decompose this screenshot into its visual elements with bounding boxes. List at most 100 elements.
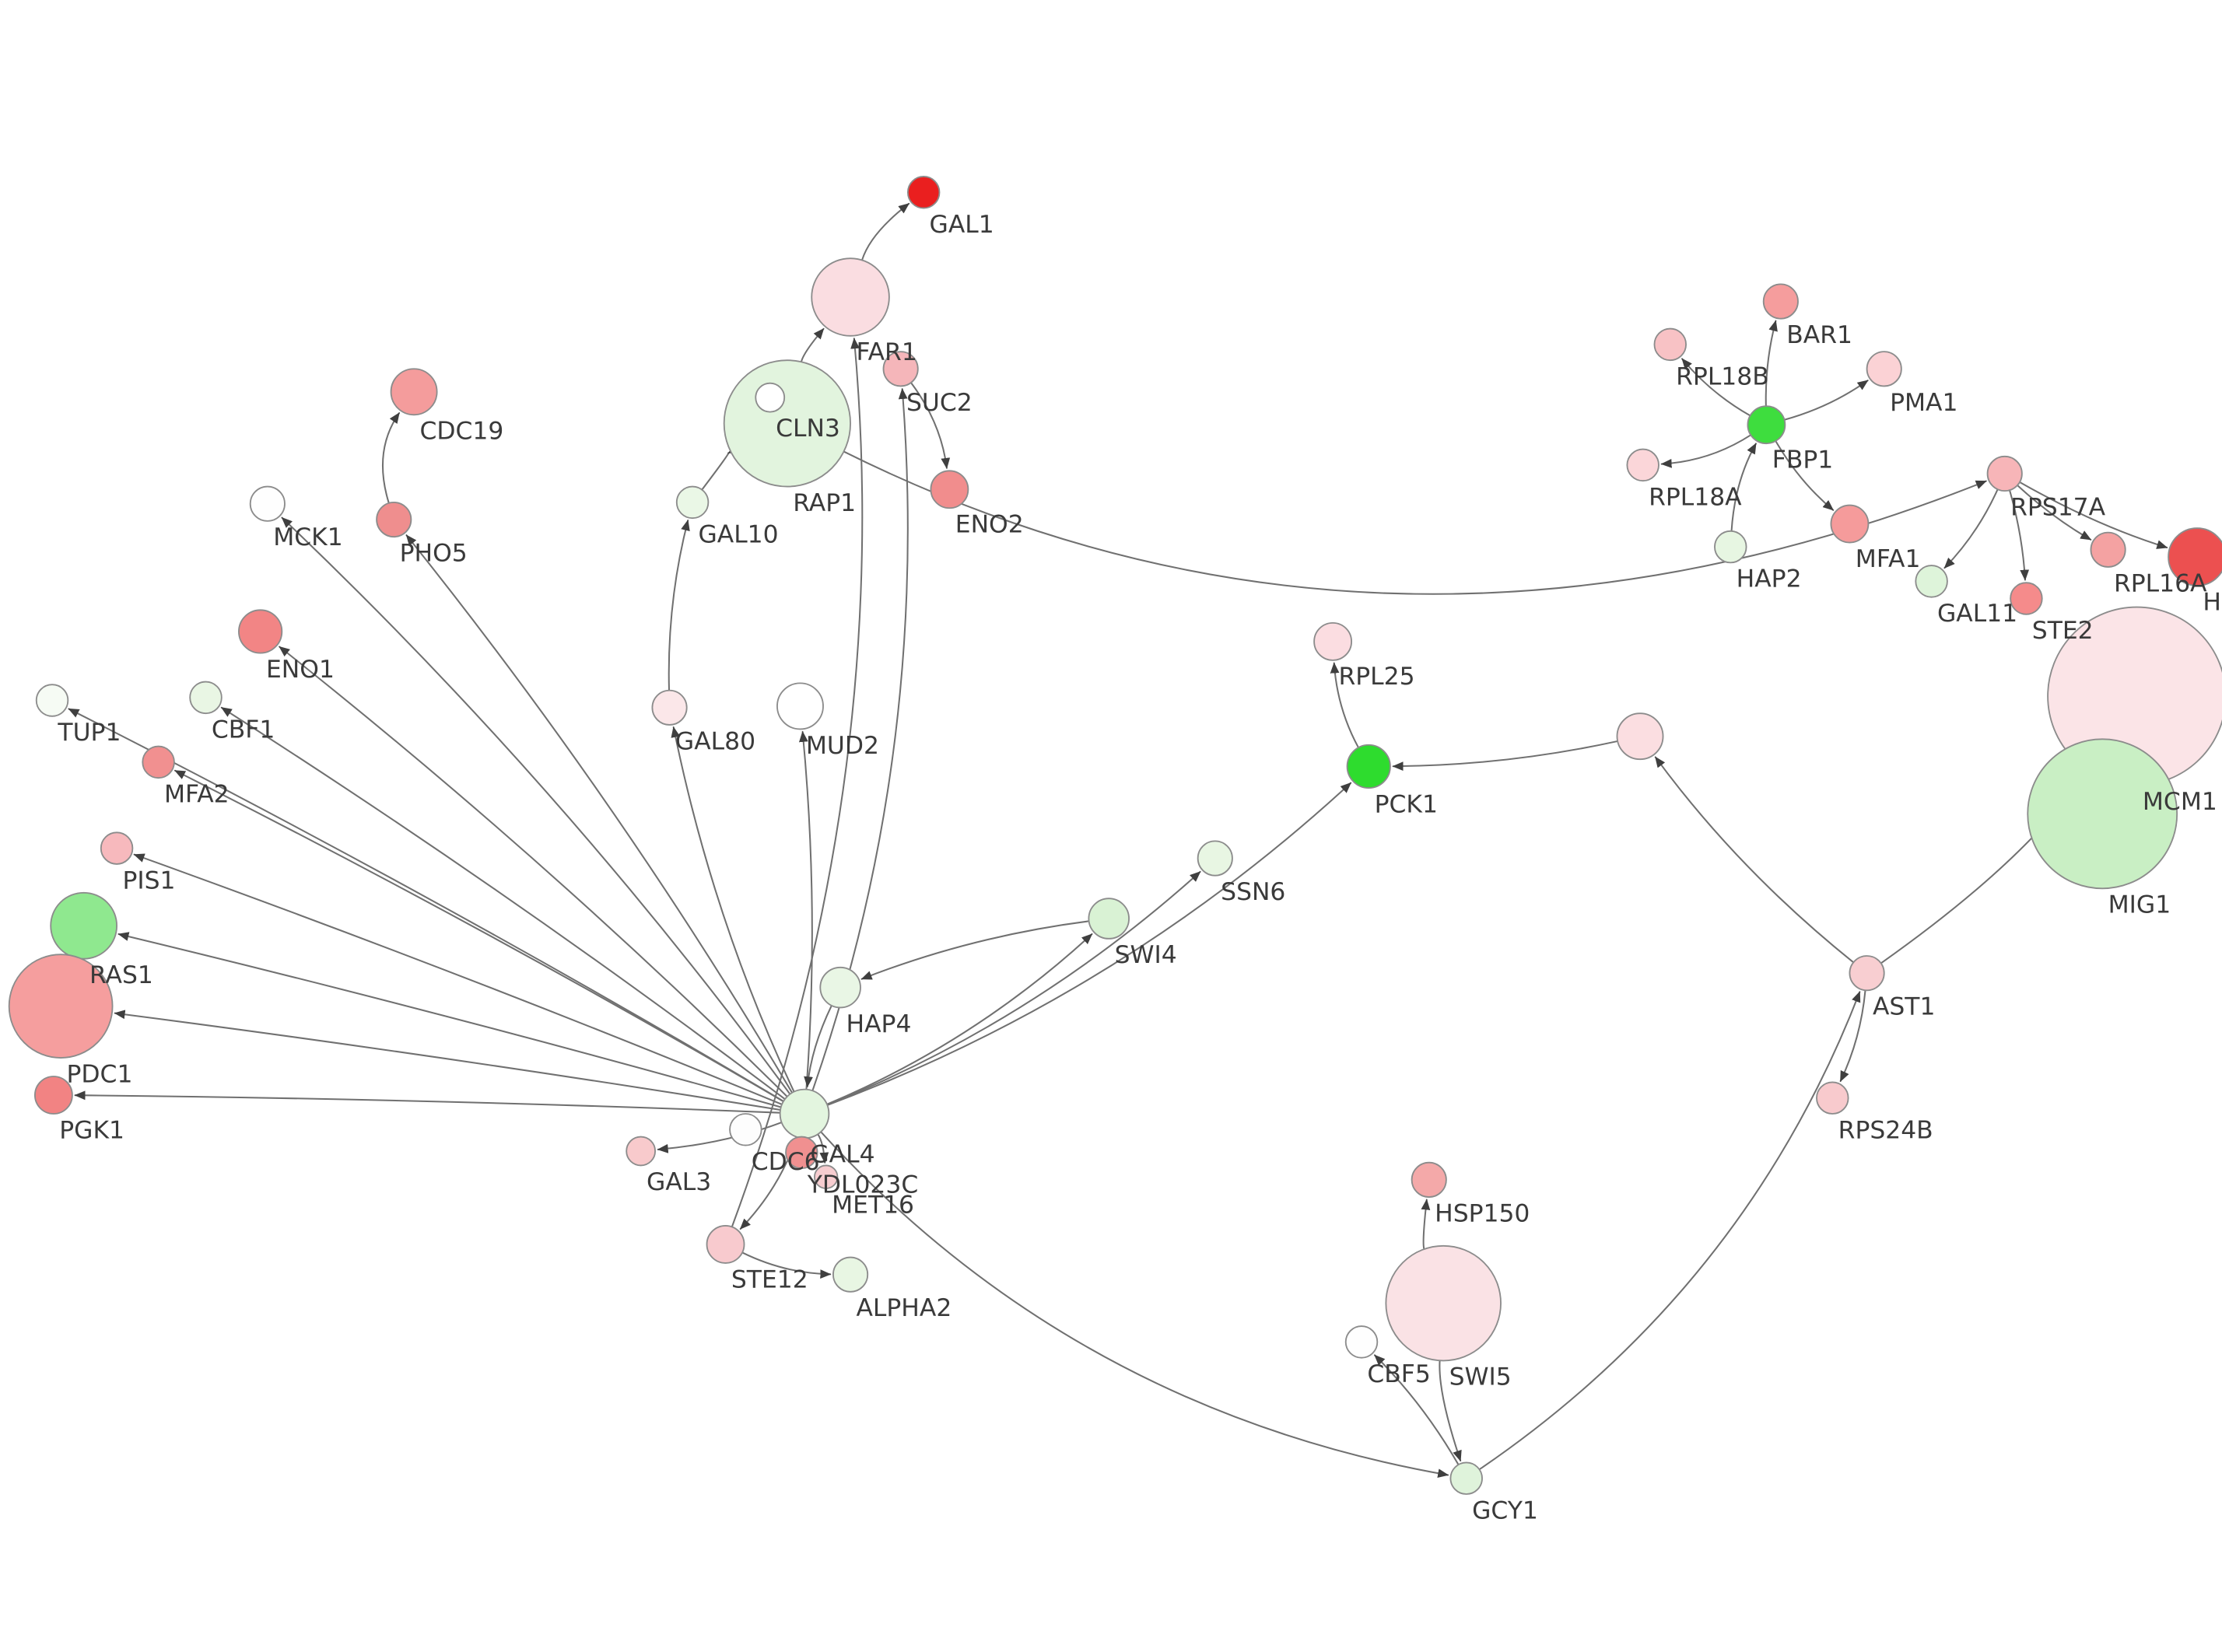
edge-STE12-FAR1[interactable] [731,338,864,1228]
node-ENO2[interactable] [930,470,969,509]
node-STE2[interactable] [2010,582,2043,615]
node-ENO1[interactable] [238,609,283,654]
edge-PHO5-CDC19[interactable] [382,412,401,504]
edge-AST1-NODE1[interactable] [1654,756,1855,964]
edge-GAL4-MFA2[interactable] [174,769,784,1103]
node-PGK1[interactable] [33,1076,73,1115]
edge-GAL4-PDC1[interactable] [114,1010,782,1111]
node-MCK1[interactable] [249,485,286,522]
node-unlabeled[interactable] [1616,712,1664,761]
node-ALPHA2[interactable] [832,1256,869,1293]
node-AST1[interactable] [1849,955,1885,992]
edge-GAL4-TUP1[interactable] [68,708,785,1102]
node-MIG1[interactable] [2027,738,2178,890]
edge-GAL4-SWI4[interactable] [825,933,1093,1105]
node-MFA1[interactable] [1830,504,1870,544]
edge-GAL4-CBF1[interactable] [220,706,786,1101]
node-GAL10[interactable] [675,485,710,520]
edge-SUC2-ENO2[interactable] [909,381,951,469]
edge-AST1-RPS24B[interactable] [1839,989,1866,1083]
node-GAL11[interactable] [1915,565,1948,598]
node-YDL023C[interactable] [785,1136,818,1170]
node-GAL3[interactable] [626,1136,657,1167]
edge-FAR1-GAL1[interactable] [861,202,910,261]
node-RPL25[interactable] [1313,621,1353,661]
edge-RPS17A-STE2[interactable] [2008,489,2030,581]
node-MUD2[interactable] [776,682,824,730]
node-PMA1[interactable] [1866,351,1902,387]
node-SWI5[interactable] [1385,1244,1502,1362]
node-GAL80[interactable] [651,689,688,726]
node-SUC2[interactable] [882,351,919,387]
edge-GCY1-AST1[interactable] [1478,991,1861,1471]
edge-GAL10-RAP1[interactable] [701,444,740,491]
node-RPS24B[interactable] [1816,1081,1849,1115]
edge-GAL4-GCY1[interactable] [820,1131,1449,1479]
edge-GAL4-MET16[interactable] [817,1133,829,1164]
node-PDC1[interactable] [8,954,114,1059]
node-BAR1[interactable] [1762,283,1799,320]
edge-GAL4-PGK1[interactable] [74,1090,781,1114]
edge-RPS17A-RPL16A[interactable] [2016,484,2092,541]
edge-SWI4-HAP4[interactable] [860,920,1090,980]
edge-GAL4-ENO1[interactable] [279,646,788,1097]
node-SSN6[interactable] [1197,840,1233,877]
node-RPL18B[interactable] [1653,327,1687,362]
edge-RPS17A-HIS4[interactable] [2018,481,2168,549]
edge-GAL4-SSN6[interactable] [826,870,1201,1106]
edge-PCK1-RPL25[interactable] [1330,662,1359,749]
edge-STE12-ALPHA2[interactable] [741,1251,832,1279]
node-CBF1[interactable] [189,681,223,715]
node-CLN3[interactable] [755,382,786,413]
node-CDC6[interactable] [729,1113,762,1146]
node-HAP2[interactable] [1714,530,1747,564]
node-TUP1[interactable] [35,684,69,717]
node-FBP1[interactable] [1747,405,1786,445]
node-RPS17A[interactable] [1986,455,2023,492]
node-GAL1[interactable] [906,176,941,209]
node-SWI4[interactable] [1088,898,1130,940]
node-GCY1[interactable] [1449,1461,1483,1495]
edge-FBP1-BAR1[interactable] [1765,320,1778,408]
edge-RAP1-RPS17A[interactable] [843,450,1987,595]
edge-FBP1-MFA1[interactable] [1775,440,1835,511]
edge-GAL4-PCK1[interactable] [826,782,1352,1106]
node-RPL18A[interactable] [1626,448,1659,482]
node-CDC19[interactable] [390,368,438,416]
node-FAR1[interactable] [811,257,890,337]
node-CBF5[interactable] [1344,1325,1379,1359]
node-MET16[interactable] [814,1164,839,1189]
node-RAP1[interactable] [723,359,851,488]
node-PIS1[interactable] [100,831,134,865]
edge-GAL4-GAL3[interactable] [657,1122,783,1153]
node-RAS1[interactable] [50,891,118,960]
edge-GAL4-MUD2[interactable] [798,730,813,1090]
edge-SWI5-GCY1[interactable] [1439,1360,1462,1462]
node-RPL16A[interactable] [2090,531,2126,568]
node-STE12[interactable] [706,1225,745,1264]
edge-RPS17A-GAL11[interactable] [1943,488,1999,569]
node-HSP150[interactable] [1411,1161,1447,1198]
edge-GAL4-PHO5[interactable] [405,534,794,1094]
edge-SWI5-HSP150[interactable] [1421,1199,1431,1251]
edge-NODE1-PCK1[interactable] [1392,740,1619,772]
edge-HAP2-FBP1[interactable] [1730,443,1757,532]
node-PHO5[interactable] [376,501,412,538]
edge-GAL80-GAL10[interactable] [668,520,690,691]
node-HAP4[interactable] [819,966,861,1009]
node-HIS4[interactable] [2168,527,2222,586]
edge-GAL4-MCK1[interactable] [281,516,791,1095]
edge-HAP4-GAL4[interactable] [804,1004,832,1088]
edge-GAL4-GAL80[interactable] [671,726,795,1093]
edge-FBP1-RPL18A[interactable] [1660,434,1752,468]
edge-GAL4-RAS1[interactable] [117,932,782,1108]
edge-FBP1-PMA1[interactable] [1783,380,1869,421]
edge-FBP1-RPL18B[interactable] [1681,358,1751,417]
node-GAL4[interactable] [779,1088,830,1139]
edge-GAL4-PIS1[interactable] [133,853,783,1106]
edge-GCY1-CBF5[interactable] [1373,1354,1460,1466]
node-PCK1[interactable] [1346,744,1391,789]
node-MFA2[interactable] [142,745,175,779]
edge-RAP1-FAR1[interactable] [800,327,825,363]
